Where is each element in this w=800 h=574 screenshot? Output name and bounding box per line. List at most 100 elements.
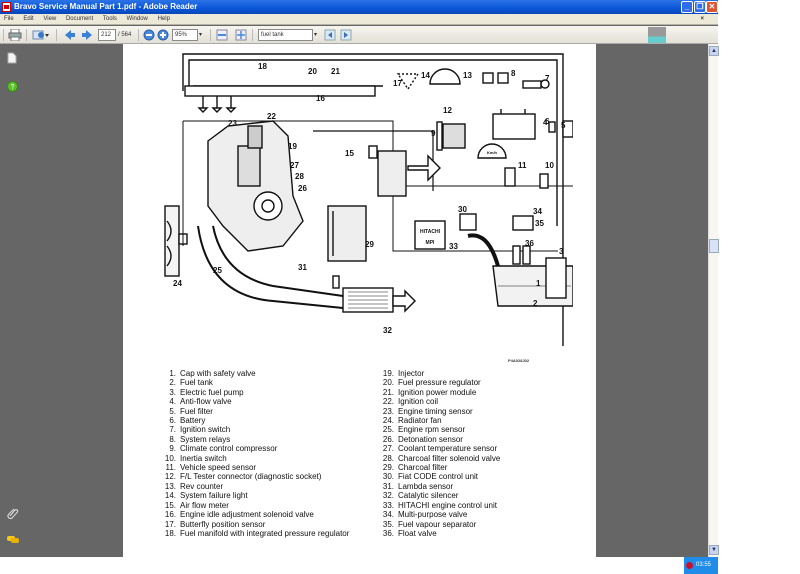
clock-time: 03:55 <box>696 562 712 568</box>
legend-text: Cap with safety valve <box>180 369 256 378</box>
menu-window[interactable]: Window <box>126 16 148 22</box>
fuel-system-diagram: 1 2 3 4 5 6 7 8 9 10 11 12 13 14 15 16 1… <box>164 53 573 346</box>
taskbar-clock: 03:55 <box>684 557 718 574</box>
menu-document[interactable]: Document <box>65 16 94 22</box>
zoom-dropdown-chevron-icon[interactable]: ▾ <box>199 32 203 38</box>
previous-page-icon[interactable] <box>64 29 76 41</box>
menu-view[interactable]: View <box>43 16 57 22</box>
zoom-in-icon[interactable] <box>157 29 169 41</box>
security-shield-icon <box>686 562 693 569</box>
fit-page-icon[interactable] <box>235 29 247 41</box>
collaborate-icon[interactable] <box>32 29 50 41</box>
toolbar-separator <box>252 29 253 41</box>
legend-text: Charcoal filter <box>398 463 448 473</box>
legend-number: 25. <box>382 425 394 435</box>
navigation-pane: ? <box>0 44 122 557</box>
legend-number: 18. <box>164 528 176 538</box>
diagram-label: 17 <box>393 79 402 88</box>
legend-text: Ignition coil <box>398 397 439 407</box>
legend-item: 32.Catalytic silencer <box>381 491 596 500</box>
legend-text: Fuel tank <box>180 378 213 388</box>
find-input[interactable]: fuel tank <box>258 29 313 41</box>
legend-item: 23.Engine timing sensor <box>381 407 596 416</box>
menu-help[interactable]: Help <box>157 16 170 22</box>
figure-code: P4A028J02 <box>508 358 530 363</box>
legend-item: 25.Engine rpm sensor <box>381 425 596 434</box>
legend-text: Charcoal filter solenoid valve <box>398 453 501 463</box>
attachments-icon[interactable] <box>7 507 19 519</box>
legend-number: 19. <box>382 369 394 378</box>
diagram-label: 15 <box>345 149 354 158</box>
close-button[interactable]: ✕ <box>706 1 718 13</box>
diagram-label: 36 <box>525 239 534 248</box>
diagram-label: 28 <box>295 172 304 181</box>
pages-icon[interactable] <box>7 52 17 64</box>
next-page-icon[interactable] <box>81 29 93 41</box>
diagram-label: 9 <box>431 129 436 138</box>
diagram-label: 34 <box>533 207 542 216</box>
scrollbar-thumb[interactable] <box>709 239 719 253</box>
diagram-label: 13 <box>463 71 472 80</box>
legend-item: 20.Fuel pressure regulator <box>381 378 596 387</box>
diagram-label: 21 <box>331 67 340 76</box>
find-previous-icon[interactable] <box>324 29 336 41</box>
legend-item: 29. Charcoal filter <box>381 463 596 472</box>
legend-number: 7. <box>169 425 176 435</box>
legend-item: 28.Charcoal filter solenoid valve <box>381 454 596 463</box>
vertical-scrollbar[interactable]: ▲ ▼ <box>708 44 719 557</box>
menu-file[interactable]: File <box>4 16 14 22</box>
legend-number: 29. <box>382 463 394 473</box>
diagram-label: 1 <box>536 279 541 288</box>
restore-button[interactable]: ❐ <box>694 1 706 13</box>
zoom-out-icon[interactable] <box>143 29 155 41</box>
toolbar-separator <box>56 29 57 41</box>
minimize-button[interactable]: _ <box>681 1 693 13</box>
print-icon[interactable] <box>8 29 22 41</box>
toolbar-grip <box>3 29 4 41</box>
help-icon[interactable]: ? <box>7 81 18 92</box>
close-document-button[interactable]: × <box>700 16 704 22</box>
legend-number: 20. <box>382 378 394 388</box>
scroll-down-arrow-icon[interactable]: ▼ <box>709 545 719 555</box>
legend-text: Butterfly position sensor <box>180 519 266 529</box>
adobe-reader-window: Bravo Service Manual Part 1.pdf - Adobe … <box>0 0 719 574</box>
find-next-icon[interactable] <box>340 29 352 41</box>
comments-icon[interactable] <box>7 535 20 545</box>
fit-width-icon[interactable] <box>216 29 228 41</box>
legend-item: 12.F/L Tester connector (diagnostic sock… <box>163 472 378 481</box>
menu-bar: File Edit View Document Tools Window Hel… <box>0 14 718 25</box>
legend-text: Battery <box>180 416 206 426</box>
menu-tools[interactable]: Tools <box>102 16 117 22</box>
page-number-input[interactable]: 212 <box>98 29 116 41</box>
legend-number: 33. <box>382 500 394 510</box>
find-dropdown-chevron-icon[interactable]: ▾ <box>314 32 318 38</box>
ecu-brand-text: HITACHI <box>420 229 441 235</box>
legend-text: HITACHI engine control unit <box>398 500 498 510</box>
diagram-label: 25 <box>213 266 222 275</box>
toolbar-separator <box>26 29 27 41</box>
scroll-up-arrow-icon[interactable]: ▲ <box>709 46 719 56</box>
menu-edit[interactable]: Edit <box>23 16 34 22</box>
legend-text: Inertia switch <box>180 453 227 463</box>
legend-number: 3. <box>169 387 176 397</box>
legend-item: 13.Rev counter <box>163 482 378 491</box>
diagram-label: 10 <box>545 161 554 170</box>
status-area <box>0 557 718 574</box>
diagram-label: 35 <box>535 219 544 228</box>
legend-text: System failure light <box>180 491 248 501</box>
legend-text: Coolant temperature sensor <box>398 444 498 454</box>
diagram-label: 4 <box>543 118 548 127</box>
legend-item: 9.Climate control compressor <box>163 444 378 453</box>
legend-text: Fuel vapour separator <box>398 519 477 529</box>
zoom-level-select[interactable]: 95% <box>172 29 198 41</box>
legend-number: 13. <box>164 481 176 491</box>
diagram-label: 22 <box>267 112 276 121</box>
legend-number: 15. <box>164 500 176 510</box>
diagram-label: 29 <box>365 240 374 249</box>
speedometer-unit-text: Km/h <box>487 150 498 155</box>
legend-number: 26. <box>382 434 394 444</box>
diagram-label: 24 <box>173 279 182 288</box>
pdf-app-icon <box>2 2 11 12</box>
legend-number: 27. <box>382 444 394 454</box>
